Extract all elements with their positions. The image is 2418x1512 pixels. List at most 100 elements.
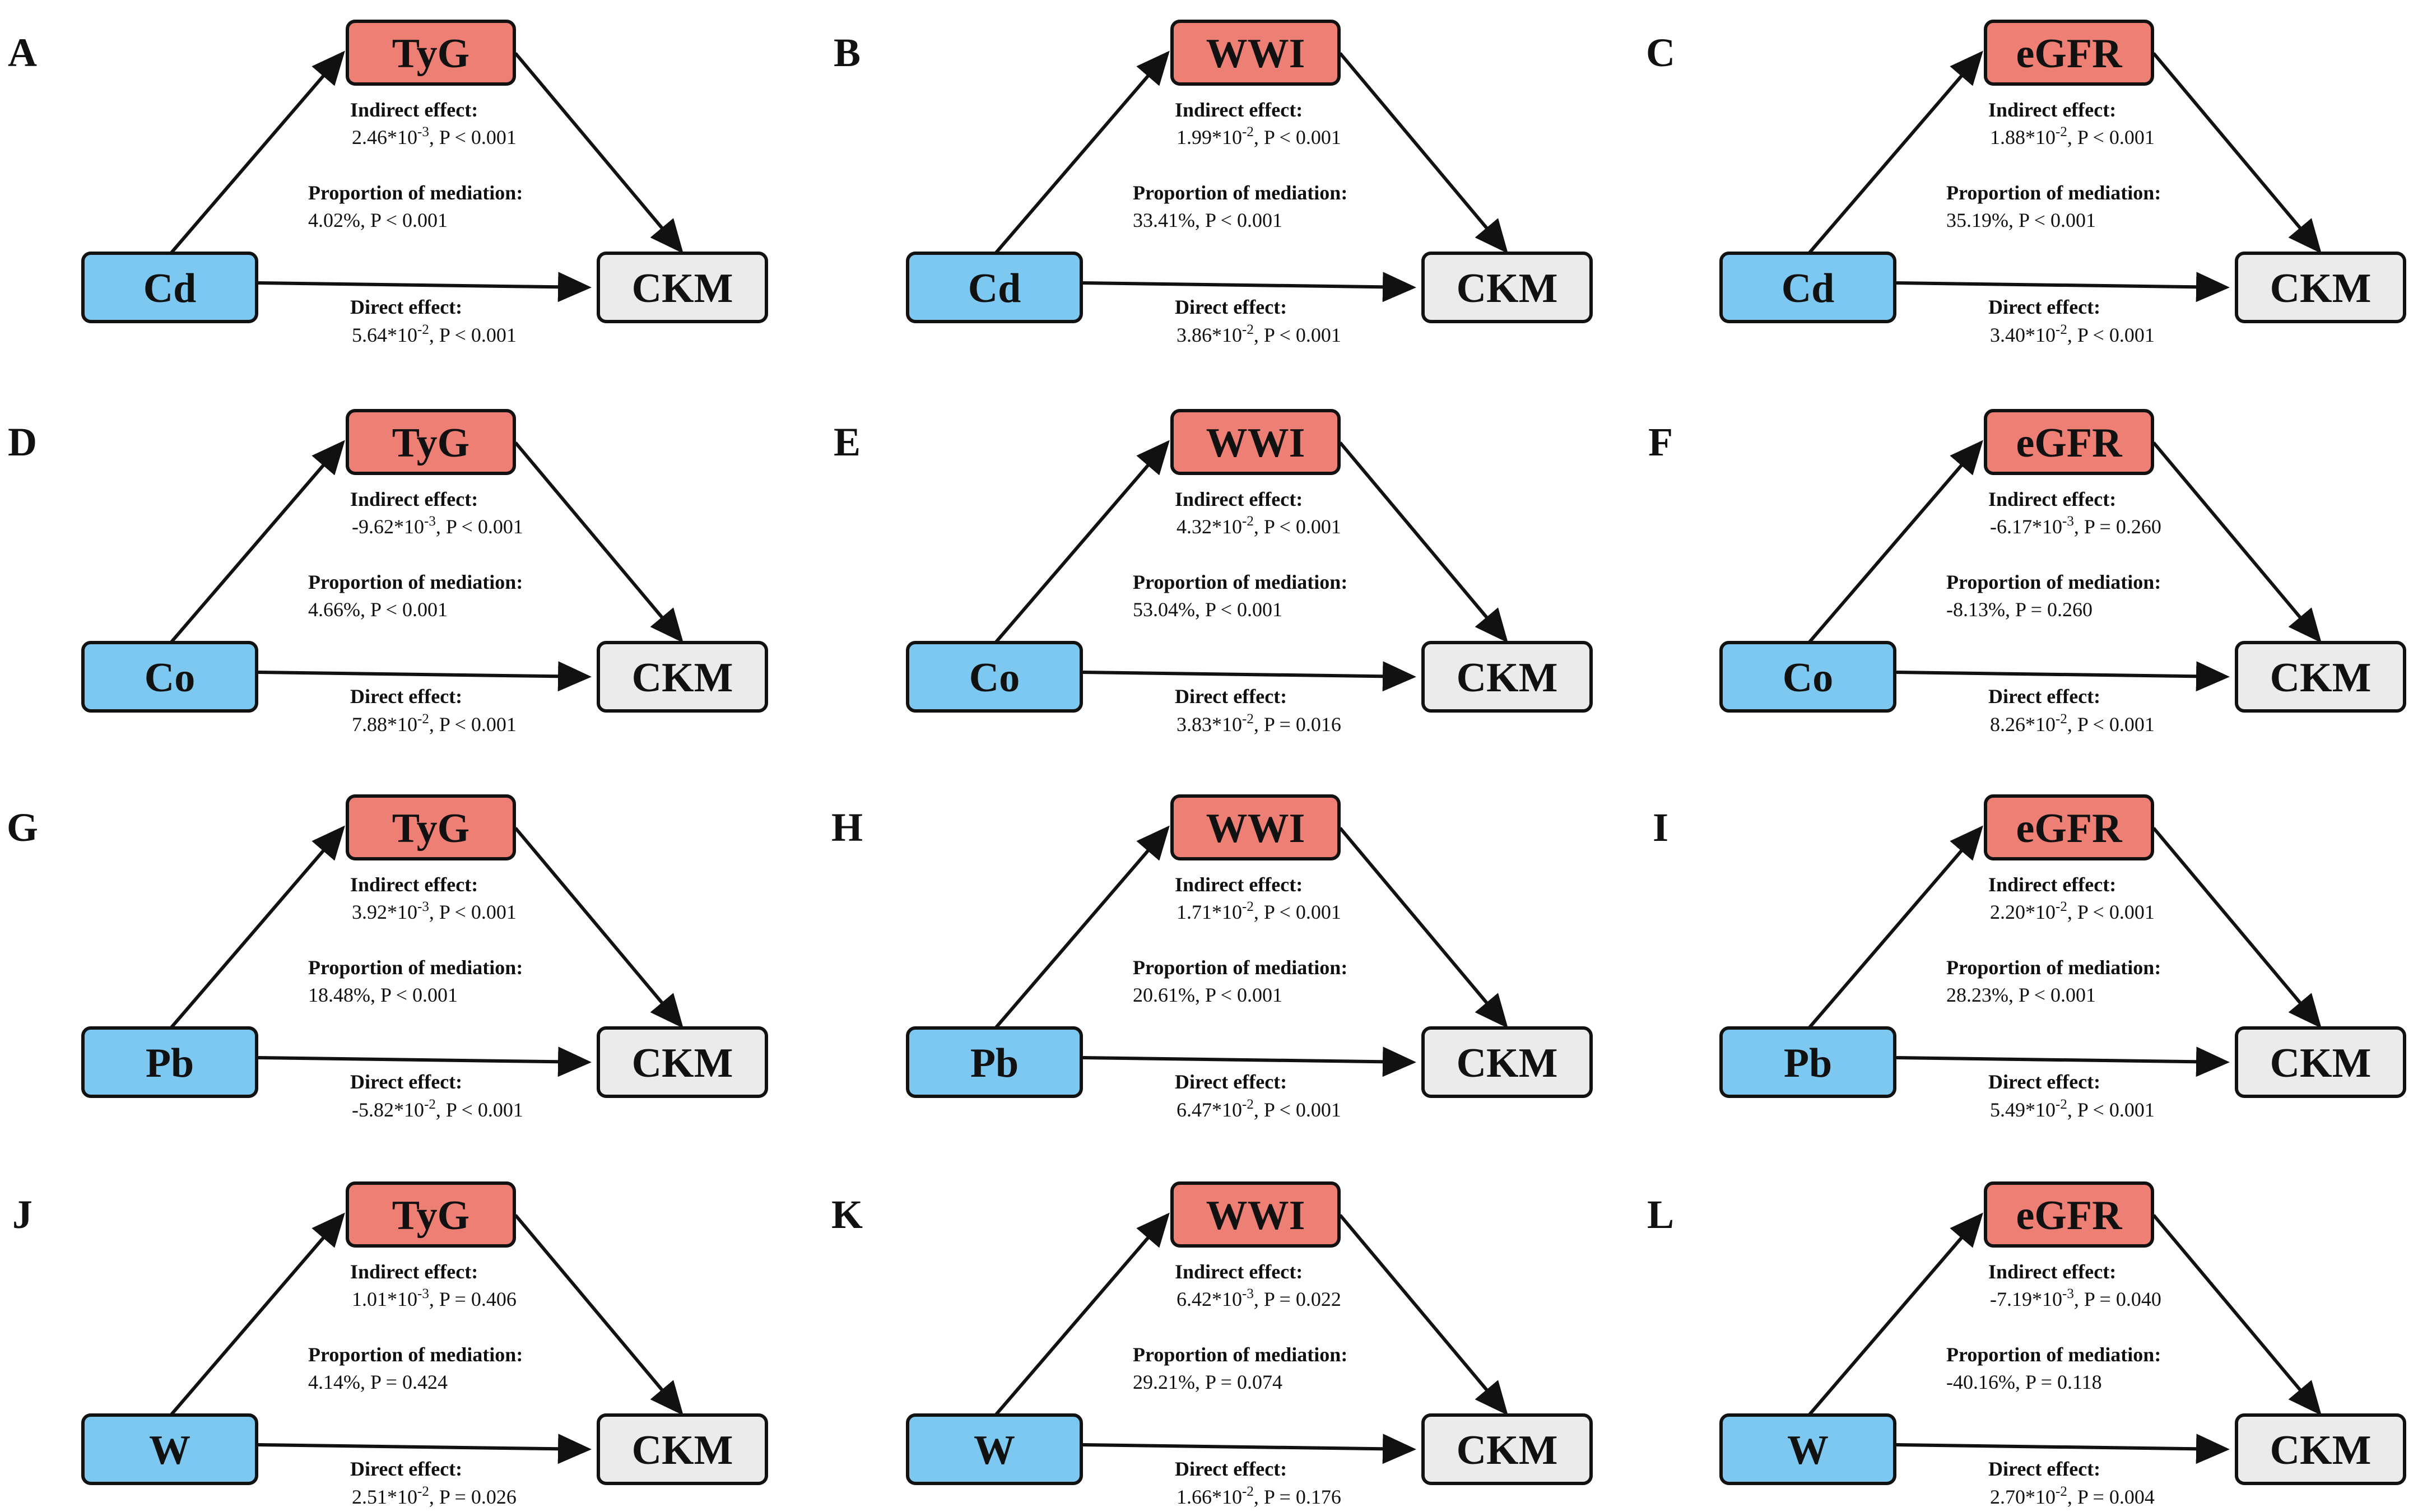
- exposure-node-box: [1719, 1413, 1896, 1485]
- direct-effect-label: Direct effect:: [1175, 296, 1287, 318]
- panel-letter: F: [1648, 420, 1673, 464]
- panel-letter: E: [834, 420, 861, 464]
- path-b-arrow: [514, 441, 683, 643]
- exposure-node: Co: [906, 641, 1083, 713]
- direct-effect-value: 3.40*10-2, P < 0.001: [1990, 322, 2155, 346]
- outcome-node-box: [2235, 252, 2406, 323]
- panel-letter: L: [1647, 1192, 1674, 1237]
- exposure-node-label: Co: [145, 655, 195, 701]
- path-c-direct-arrow: [257, 1434, 592, 1464]
- mediator-node-label: WWI: [1206, 1193, 1305, 1239]
- indirect-effect-value: 1.01*10-3, P = 0.406: [352, 1286, 517, 1310]
- proportion-label: Proportion of mediation:: [1133, 182, 1347, 204]
- indirect-effect-label: Indirect effect:: [350, 1260, 478, 1283]
- mediator-node-label: TyG: [392, 1193, 469, 1239]
- direct-effect-value: -5.82*10-2, P < 0.001: [352, 1097, 523, 1121]
- exposure-node-box: [81, 1026, 258, 1098]
- outcome-node-box: [1421, 1026, 1593, 1098]
- path-c-direct-arrow: [1082, 1434, 1416, 1464]
- outcome-node-label: CKM: [1457, 1427, 1558, 1473]
- mediator-node: eGFR: [1984, 409, 2154, 475]
- exposure-node-box: [1719, 641, 1896, 713]
- exposure-node: W: [1719, 1413, 1896, 1485]
- path-b-arrow: [2152, 1214, 2322, 1416]
- mediator-node: eGFR: [1984, 794, 2154, 860]
- outcome-node: CKM: [597, 641, 768, 713]
- indirect-effect-label: Indirect effect:: [350, 873, 478, 896]
- mediator-node-label: WWI: [1206, 31, 1305, 77]
- mediator-node-box: [1170, 409, 1341, 475]
- exposure-node-label: W: [149, 1427, 190, 1473]
- outcome-node-box: [1421, 641, 1593, 713]
- outcome-node: CKM: [597, 252, 768, 323]
- path-c-direct-arrow: [1895, 1434, 2230, 1464]
- outcome-node-box: [1421, 1413, 1593, 1485]
- mediator-node-box: [1170, 1181, 1341, 1248]
- indirect-effect-label: Indirect effect:: [1988, 873, 2116, 896]
- outcome-node-label: CKM: [2270, 655, 2372, 701]
- path-c-direct-arrow: [1082, 1046, 1416, 1077]
- proportion-label: Proportion of mediation:: [1133, 1343, 1347, 1366]
- mediator-node: WWI: [1170, 409, 1341, 475]
- direct-effect-label: Direct effect:: [1988, 1458, 2100, 1480]
- path-a-arrow: [1807, 825, 1983, 1029]
- outcome-node: CKM: [2235, 641, 2406, 713]
- outcome-node-label: CKM: [1457, 655, 1558, 701]
- panel-letter: J: [12, 1192, 32, 1237]
- panel-letter: A: [8, 30, 37, 75]
- exposure-node: Cd: [81, 252, 258, 323]
- path-b-arrow: [514, 52, 683, 254]
- mediator-node-box: [1984, 794, 2154, 860]
- path-a-arrow: [169, 825, 345, 1029]
- exposure-node: W: [906, 1413, 1083, 1485]
- panel-letter: I: [1653, 805, 1668, 850]
- proportion-label: Proportion of mediation:: [308, 571, 523, 593]
- outcome-node-box: [597, 1026, 768, 1098]
- mediator-node-box: [346, 409, 516, 475]
- panel-letter: C: [1646, 30, 1675, 75]
- exposure-node-box: [906, 1026, 1083, 1098]
- mediator-node: TyG: [346, 1181, 516, 1248]
- indirect-effect-value: 1.88*10-2, P < 0.001: [1990, 124, 2155, 148]
- outcome-node: CKM: [1421, 641, 1593, 713]
- mediator-node-box: [1984, 409, 2154, 475]
- path-b-arrow: [1338, 1214, 1508, 1416]
- mediator-node-label: WWI: [1206, 420, 1305, 466]
- outcome-node-label: CKM: [1457, 1040, 1558, 1086]
- direct-effect-label: Direct effect:: [350, 1071, 462, 1093]
- indirect-effect-value: 1.71*10-2, P < 0.001: [1177, 899, 1341, 923]
- indirect-effect-value: 2.20*10-2, P < 0.001: [1990, 899, 2155, 923]
- path-a-arrow: [994, 440, 1170, 644]
- mediator-node-box: [1984, 20, 2154, 86]
- panel-letter: H: [831, 805, 863, 850]
- exposure-node-label: Cd: [1782, 266, 1835, 311]
- outcome-node: CKM: [597, 1026, 768, 1098]
- mediator-node: eGFR: [1984, 20, 2154, 86]
- proportion-value: 4.14%, P = 0.424: [308, 1371, 448, 1393]
- mediator-node-label: TyG: [392, 806, 469, 852]
- direct-effect-label: Direct effect:: [350, 296, 462, 318]
- outcome-node-box: [597, 252, 768, 323]
- mediator-node: TyG: [346, 409, 516, 475]
- outcome-node-label: CKM: [2270, 266, 2372, 311]
- exposure-node: Pb: [906, 1026, 1083, 1098]
- outcome-node: CKM: [2235, 1026, 2406, 1098]
- mediator-node-label: eGFR: [2016, 1193, 2123, 1239]
- path-a-arrow: [169, 440, 345, 644]
- exposure-node-label: Pb: [970, 1040, 1019, 1086]
- direct-effect-label: Direct effect:: [350, 685, 462, 708]
- mediator-node: TyG: [346, 20, 516, 86]
- indirect-effect-value: 6.42*10-3, P = 0.022: [1177, 1286, 1341, 1310]
- outcome-node-box: [597, 641, 768, 713]
- outcome-node-label: CKM: [632, 655, 733, 701]
- proportion-value: 29.21%, P = 0.074: [1133, 1371, 1282, 1393]
- exposure-node: Pb: [1719, 1026, 1896, 1098]
- direct-effect-value: 3.83*10-2, P = 0.016: [1177, 711, 1341, 736]
- proportion-label: Proportion of mediation:: [1946, 571, 2161, 593]
